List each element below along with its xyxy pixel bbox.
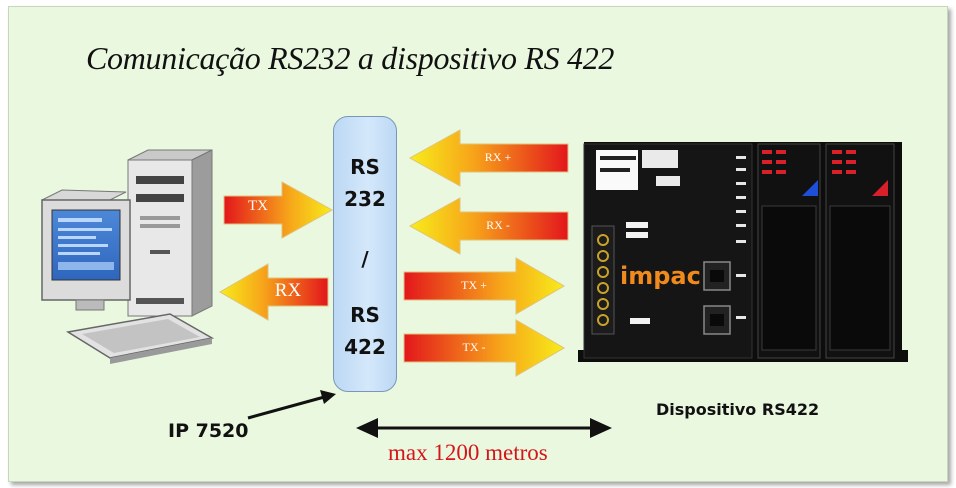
rx-arrow bbox=[219, 263, 329, 321]
device-brand-logo: impac bbox=[620, 262, 701, 290]
converter-line-2: 232 bbox=[344, 187, 386, 211]
distance-double-arrow bbox=[356, 418, 612, 438]
converter-line-3: / bbox=[361, 247, 369, 271]
converter-line-4: RS bbox=[350, 303, 380, 327]
tx-arrow bbox=[223, 181, 334, 239]
converter-line-1: RS bbox=[350, 155, 380, 179]
tx-plus-arrow bbox=[403, 257, 565, 315]
converter-line-5: 422 bbox=[344, 335, 386, 359]
diagram-title: Comunicação RS232 a dispositivo RS 422 bbox=[86, 40, 615, 76]
tx-arrow-label: TX bbox=[248, 198, 268, 214]
tx-plus-label: TX + bbox=[461, 278, 487, 292]
tx-minus-label: TX - bbox=[462, 340, 486, 354]
rx-minus-arrow bbox=[408, 197, 569, 255]
rs422-device-icon bbox=[578, 142, 908, 362]
rx-plus-arrow bbox=[408, 129, 569, 187]
distance-label: max 1200 metros bbox=[388, 440, 548, 465]
tx-minus-arrow bbox=[403, 319, 565, 377]
rs232-rs422-converter: RS 232 / RS 422 bbox=[333, 116, 397, 392]
rx-minus-label: RX - bbox=[486, 218, 510, 232]
device-label: Dispositivo RS422 bbox=[656, 400, 820, 419]
computer-icon bbox=[41, 149, 215, 364]
ip-7520-label: IP 7520 bbox=[168, 420, 249, 442]
rx-arrow-label: RX bbox=[274, 280, 302, 301]
rx-plus-label: RX + bbox=[484, 150, 512, 164]
ip-pointer-arrow bbox=[247, 390, 336, 420]
